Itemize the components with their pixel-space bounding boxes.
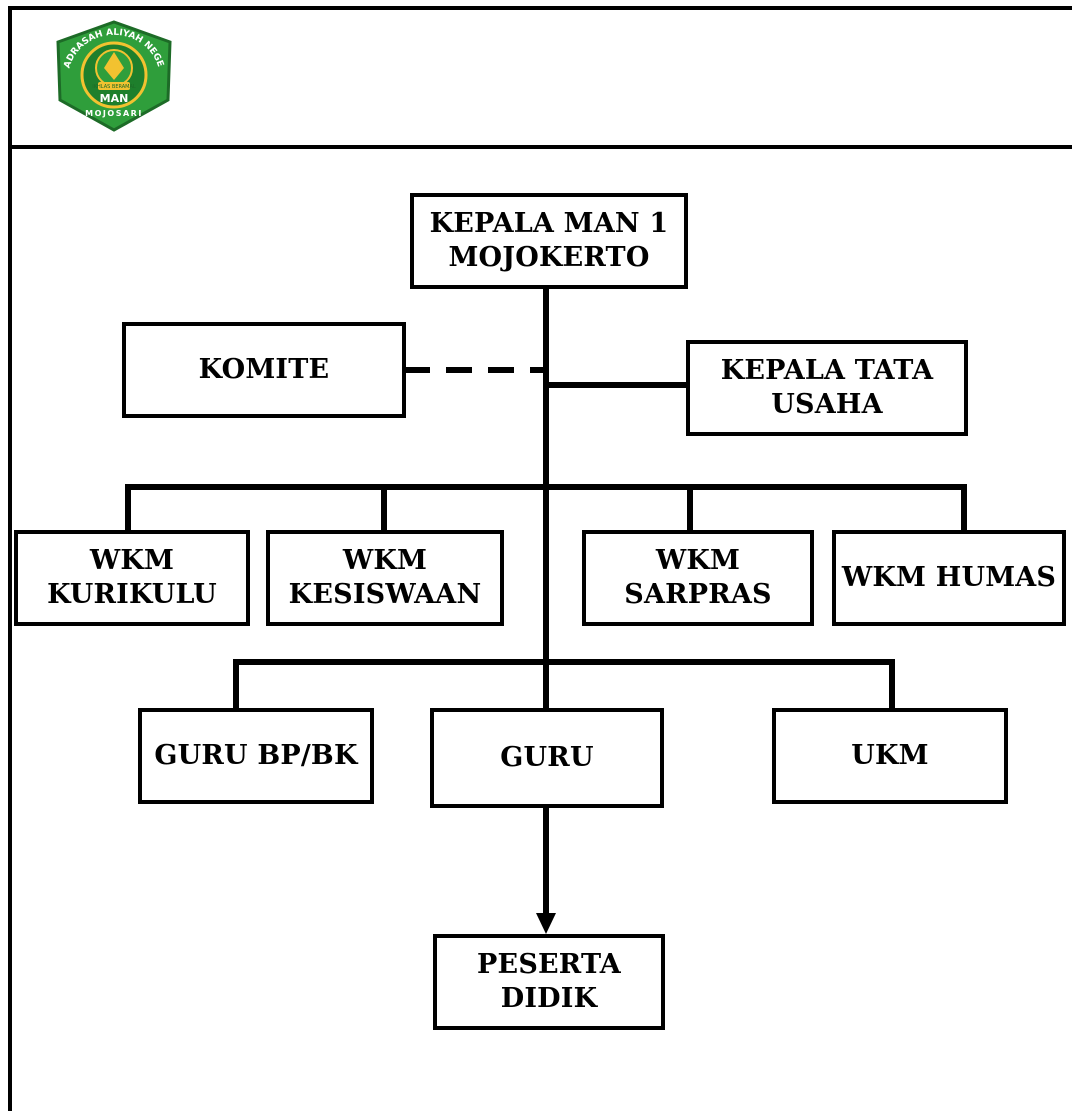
box-guru-bpbk: GURU BP/BK	[138, 708, 374, 804]
box-wkm-sarpras: WKM SARPRAS	[582, 530, 814, 626]
box-wkm-kesiswaan: WKM KESISWAAN	[266, 530, 504, 626]
box-ukm-label: UKM	[851, 740, 929, 772]
school-logo-emblem: IKHLAS BERAMAL MADRASAH ALIYAH NEGERI MA…	[48, 13, 172, 132]
box-kepala-madrasah-label: KEPALA MAN 1 MOJOKERTO	[429, 208, 669, 273]
box-guru: GURU	[430, 708, 664, 808]
box-wkm-kesiswaan-label: WKM KESISWAAN	[288, 545, 482, 610]
box-guru-label: GURU	[500, 742, 594, 774]
box-kepala-madrasah: KEPALA MAN 1 MOJOKERTO	[410, 193, 688, 289]
frame-top-line	[8, 6, 1072, 10]
box-wkm-humas: WKM HUMAS	[832, 530, 1066, 626]
logo-bottom-text: MOJOSARI	[85, 109, 143, 118]
box-komite: KOMITE	[122, 322, 406, 418]
frame-left-line	[8, 6, 12, 1111]
logo-center-text: MAN	[100, 92, 129, 105]
box-kepala-tata-usaha: KEPALA TATA USAHA	[686, 340, 968, 436]
box-peserta-didik-label: PESERTA DIDIK	[477, 949, 621, 1014]
box-wkm-kurikulum-label: WKM KURIKULU	[47, 545, 217, 610]
box-wkm-kurikulum: WKM KURIKULU	[14, 530, 250, 626]
school-logo: IKHLAS BERAMAL MADRASAH ALIYAH NEGERI MA…	[48, 13, 176, 132]
box-wkm-sarpras-label: WKM SARPRAS	[624, 545, 772, 610]
box-komite-label: KOMITE	[198, 354, 330, 386]
box-kepala-tata-usaha-label: KEPALA TATA USAHA	[720, 355, 934, 420]
box-peserta-didik: PESERTA DIDIK	[433, 934, 665, 1030]
box-guru-bpbk-label: GURU BP/BK	[154, 740, 358, 772]
box-ukm: UKM	[772, 708, 1008, 804]
box-wkm-humas-label: WKM HUMAS	[841, 562, 1057, 594]
frame-header-divider	[8, 145, 1072, 149]
logo-banner-text: IKHLAS BERAMAL	[92, 84, 136, 90]
arrow-head-icon	[536, 913, 556, 934]
